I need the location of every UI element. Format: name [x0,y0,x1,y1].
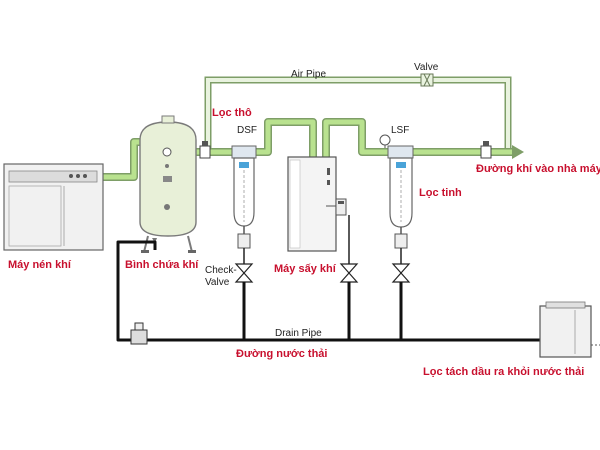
oil-water-separator [539,301,600,358]
tank-valve-icon [199,141,211,159]
drain-trap-icon [130,322,148,345]
lsf-label: LSF [391,125,409,136]
drain-pipe-label: Drain Pipe [275,328,322,339]
check-valve-icon [339,215,359,283]
drain-pipe [116,240,547,342]
duong-khi-vao-nha-may-label: Đường khí vào nhà máy [476,163,600,175]
check-valve-label-line2: Valve [205,277,230,288]
refrigerated-air-dryer [287,156,347,252]
check-valve-label-line1: Check- [205,265,237,276]
duong-nuoc-thai-label: Đường nước thải [236,348,327,360]
valve-label: Valve [414,62,439,73]
binh-chua-khi-label: Bình chứa khí [125,259,199,271]
loc-tinh-label: Lọc tinh [419,187,462,199]
loc-tach-dau-label: Lọc tách dầu ra khỏi nước thải [423,366,584,378]
air-compressor [3,163,104,251]
main-air-line [99,118,516,181]
check-valve-icon [234,248,254,283]
may-nen-khi-label: Máy nén khí [8,259,72,271]
may-say-khi-label: Máy sấy khí [274,263,337,275]
air-pipe [204,76,512,156]
check-valve-icon [391,248,411,283]
valve-icon [420,73,434,87]
air-receiver-tank [139,115,197,253]
loc-tho-label: Lọc thô [212,107,252,119]
dsf-label: DSF [237,125,257,136]
arrow-right-icon [512,145,524,159]
outlet-valve-icon [480,141,492,159]
dsf-filter [231,145,257,249]
air-pipe-label: Air Pipe [291,69,326,80]
